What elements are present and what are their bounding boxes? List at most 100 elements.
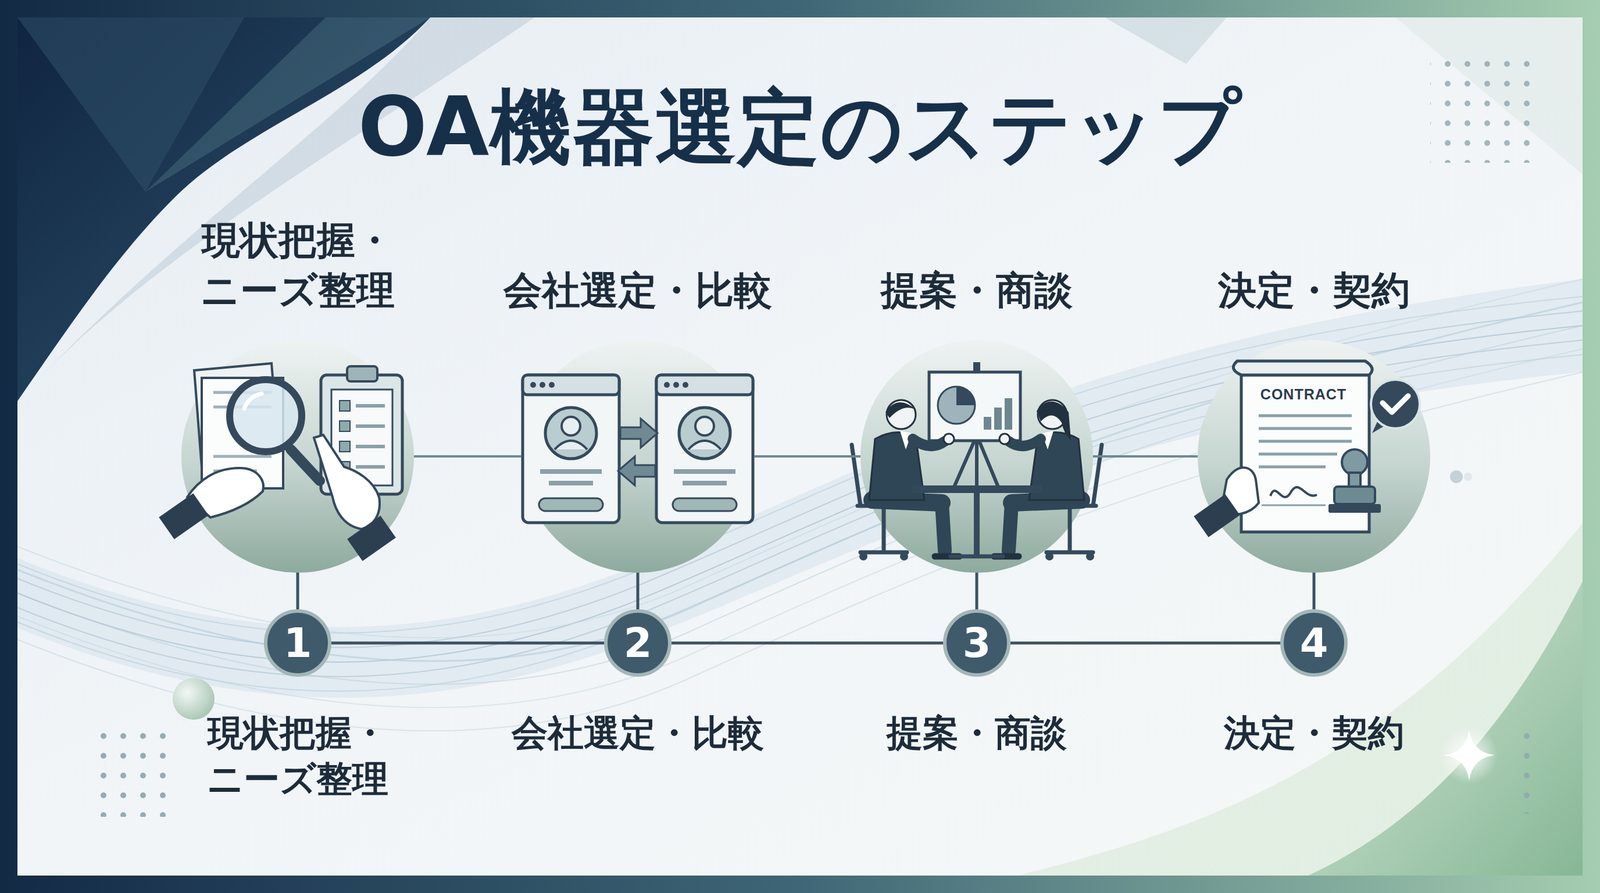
research-illustration (355, 465, 385, 469)
step-illustration-circle: 会社選定・比較 (521, 340, 755, 573)
research-illustration (213, 405, 272, 409)
profile-window (688, 440, 721, 450)
profile-window (682, 381, 689, 388)
wave-lines (17, 279, 1583, 638)
corner-shapes (1104, 17, 1227, 64)
corner-shapes (1395, 17, 1583, 175)
decor-bubbles (1450, 470, 1463, 484)
meeting-illustration (911, 485, 1042, 494)
contract-illustration (1233, 361, 1373, 375)
research-illustration (244, 393, 262, 409)
profile-window (522, 375, 620, 395)
corner-shapes (145, 17, 431, 192)
step-heading: 提案・商談 (813, 265, 1140, 316)
contract-illustration (1258, 440, 1352, 444)
profile-window (530, 381, 537, 388)
meeting-illustration (983, 416, 992, 430)
meeting-illustration (973, 493, 980, 556)
contract-illustration (1328, 504, 1381, 513)
research-illustration (339, 400, 350, 412)
research-illustration (229, 379, 302, 452)
research-illustration (339, 420, 350, 432)
corner-shapes (17, 17, 1583, 876)
contract-illustration (1258, 414, 1352, 418)
contract-illustration (1220, 467, 1259, 515)
contract-illustration (1193, 494, 1240, 538)
contract-illustration (1241, 375, 1370, 532)
profile-window (522, 375, 620, 523)
decor-bubbles (1463, 472, 1473, 481)
step-number-circle: 1現状把握・ ニーズ整理 (263, 609, 332, 677)
meeting-illustration (953, 440, 999, 489)
research-illustration (313, 434, 380, 530)
contract-illustration (1348, 472, 1361, 488)
research-illustration (158, 363, 403, 562)
research-illustration (355, 424, 385, 428)
research-illustration (339, 441, 350, 452)
illustration-circle-fill (181, 340, 414, 573)
research-illustration (213, 455, 272, 459)
timeline-connector (331, 641, 605, 645)
research-illustration (355, 444, 385, 449)
step-number: 2 (604, 609, 672, 677)
research-illustration (339, 400, 350, 473)
contract-illustration (1334, 486, 1375, 505)
contract-illustration (1261, 504, 1326, 507)
research-illustration (320, 375, 403, 495)
step-number-circle: 2会社選定・比較 (604, 609, 672, 677)
illustration-circle-fill (860, 340, 1094, 573)
timeline-connector (975, 572, 979, 610)
wave-lines (17, 340, 1583, 677)
timeline-connector (671, 641, 944, 645)
frame (17, 17, 1583, 876)
step-number-circle: 4決定・契約 (1280, 609, 1348, 677)
timeline-connector (1312, 572, 1316, 610)
illustration-circle-fill (1197, 340, 1431, 573)
research-illustration (355, 405, 385, 467)
profile-window (561, 416, 581, 436)
timeline-connector (636, 572, 640, 610)
contract-illustration (1193, 361, 1420, 538)
step-number: 4 (1280, 609, 1348, 677)
contract-illustration (1370, 379, 1420, 429)
profile-window (673, 381, 680, 388)
wave-lines (17, 279, 1583, 731)
profile-window (695, 416, 714, 436)
profile-window (656, 375, 753, 395)
step-caption: 会社選定・比較 (475, 710, 801, 757)
meeting-illustration (950, 554, 1003, 559)
corner-shapes (17, 17, 431, 402)
step-illustration-circle: 決定・契約 (1197, 340, 1431, 573)
contract-illustration (1270, 487, 1317, 498)
step-illustration-circle: 現状把握・ ニーズ整理 (181, 340, 414, 573)
wave-lines (17, 279, 1583, 698)
contract-illustration (1372, 420, 1387, 434)
research-illustration (213, 391, 272, 395)
step-caption: 提案・商談 (813, 710, 1140, 757)
research-illustration (347, 366, 378, 382)
profile-window (522, 375, 620, 523)
step-dash-connector (1093, 455, 1198, 458)
profile-window (682, 480, 727, 486)
sparkle (1440, 726, 1499, 785)
step-illustration-circle: 提案・商談 (860, 340, 1094, 573)
wave-lines (17, 311, 1583, 648)
dot-grid (87, 729, 170, 817)
sparkle (1443, 729, 1495, 781)
research-illustration (339, 461, 350, 473)
research-illustration (158, 493, 209, 540)
illustration-circle-shape (521, 340, 755, 573)
step-heading: 現状把握・ ニーズ整理 (134, 215, 461, 316)
compare-illustration (618, 456, 656, 486)
corner-shapes (1017, 523, 1583, 876)
sparkle (1440, 726, 1499, 785)
research-illustration (347, 515, 396, 562)
step-heading: 会社選定・比較 (475, 265, 801, 316)
timeline-connector (1010, 641, 1281, 645)
profile-window (554, 440, 588, 450)
step-number: 3 (943, 609, 1011, 677)
wave-lines (17, 325, 1583, 663)
